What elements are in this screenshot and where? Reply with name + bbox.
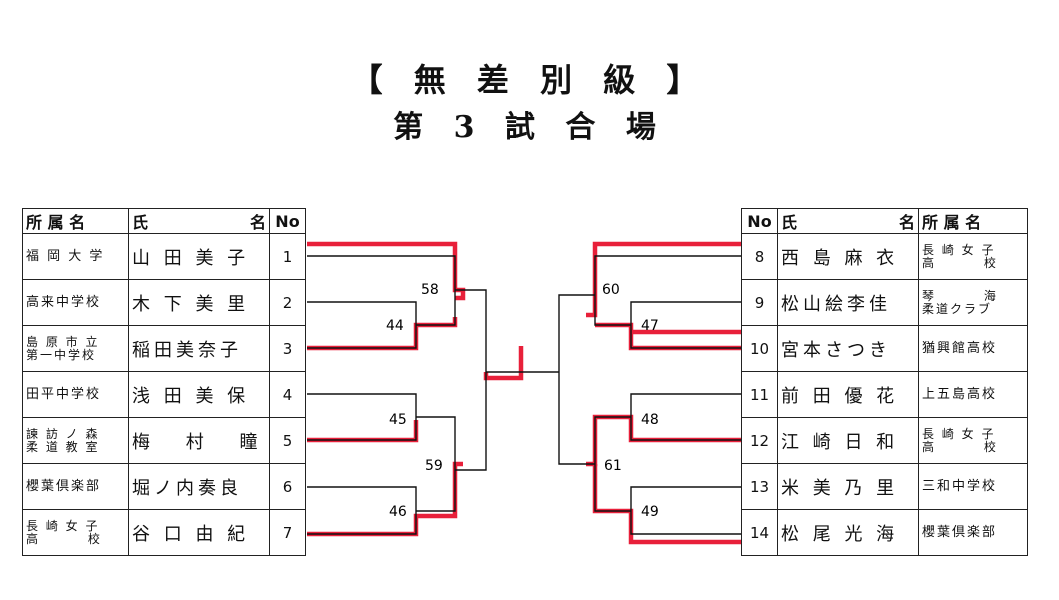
match-label-45: 45 bbox=[389, 412, 407, 428]
entry-name: 梅 村 瞳 bbox=[128, 417, 270, 464]
line-m60 bbox=[594, 255, 741, 326]
highlight-3 bbox=[307, 317, 458, 351]
entry-affiliation: 高来中学校 bbox=[22, 279, 129, 326]
highlight-final bbox=[483, 346, 524, 381]
entry-no: 8 bbox=[741, 233, 778, 280]
entry-affiliation: 長 崎 女 子 高 校 bbox=[918, 233, 1028, 280]
winner-path-highlights bbox=[307, 241, 741, 545]
entry-affiliation: 長 崎 女 子 高 校 bbox=[22, 509, 129, 556]
highlight-1 bbox=[307, 241, 466, 301]
entry-name: 松 尾 光 海 bbox=[777, 509, 919, 556]
header-no: No bbox=[741, 208, 778, 234]
entry-name: 浅 田 美 保 bbox=[128, 371, 270, 418]
match-label-60: 60 bbox=[602, 282, 620, 298]
table-header: No 氏名 所 属 名 bbox=[741, 208, 1028, 234]
line-final-right bbox=[558, 294, 595, 465]
highlight-14 bbox=[592, 464, 741, 545]
entry-affiliation: 上五島高校 bbox=[918, 371, 1028, 418]
highlight-8 bbox=[586, 241, 741, 318]
header-affiliation: 所 属 名 bbox=[22, 208, 129, 234]
page-title: 【 無 差 別 級 】 bbox=[350, 61, 709, 99]
entry-name: 西 島 麻 衣 bbox=[777, 233, 919, 280]
match-labels: 58 44 45 59 46 60 47 48 61 49 bbox=[386, 282, 659, 520]
match-label-48: 48 bbox=[641, 412, 659, 428]
header-affiliation: 所 属 名 bbox=[918, 208, 1028, 234]
entry-no: 6 bbox=[269, 463, 306, 510]
entry-affiliation: 琴 海 柔道クラブ bbox=[918, 279, 1028, 326]
entry-name: 松山絵李佳 bbox=[777, 279, 919, 326]
entry-affiliation: 長 崎 女 子 高 校 bbox=[918, 417, 1028, 464]
highlight-7 bbox=[307, 461, 463, 537]
entry-affiliation: 三和中学校 bbox=[918, 463, 1028, 510]
entry-name: 谷 口 由 紀 bbox=[128, 509, 270, 556]
entry-no: 1 bbox=[269, 233, 306, 280]
entry-name: 宮本さつき bbox=[777, 325, 919, 372]
line-m59 bbox=[416, 416, 456, 512]
entry-no: 2 bbox=[269, 279, 306, 326]
match-label-59: 59 bbox=[425, 458, 443, 474]
entry-no: 7 bbox=[269, 509, 306, 556]
entry-name: 前 田 優 花 bbox=[777, 371, 919, 418]
highlight-10 bbox=[595, 322, 741, 351]
entry-name: 米 美 乃 里 bbox=[777, 463, 919, 510]
line-final-left bbox=[455, 289, 487, 471]
entry-name: 江 崎 日 和 bbox=[777, 417, 919, 464]
match-label-44: 44 bbox=[386, 318, 404, 334]
entry-affiliation: 福 岡 大 学 bbox=[22, 233, 129, 280]
entry-affiliation: 田平中学校 bbox=[22, 371, 129, 418]
entry-affiliation: 櫻葉倶楽部 bbox=[918, 509, 1028, 556]
header-no: No bbox=[269, 208, 306, 234]
table-header: 所 属 名 氏名 No bbox=[22, 208, 306, 234]
entry-no: 13 bbox=[741, 463, 778, 510]
entry-affiliation: 諫 訪 ノ 森 柔 道 教 室 bbox=[22, 417, 129, 464]
entry-affiliation: 櫻葉倶楽部 bbox=[22, 463, 129, 510]
venue-subtitle: 第 3 試 合 場 bbox=[393, 110, 666, 145]
match-label-49: 49 bbox=[641, 504, 659, 520]
match-label-47: 47 bbox=[641, 318, 659, 334]
bracket-lines bbox=[307, 255, 741, 535]
entry-name: 山 田 美 子 bbox=[128, 233, 270, 280]
entry-no: 14 bbox=[741, 509, 778, 556]
match-label-61: 61 bbox=[604, 458, 622, 474]
entry-no: 4 bbox=[269, 371, 306, 418]
entry-no: 3 bbox=[269, 325, 306, 372]
entry-affiliation: 猶興館高校 bbox=[918, 325, 1028, 372]
match-label-58: 58 bbox=[421, 282, 439, 298]
match-label-46: 46 bbox=[389, 504, 407, 520]
entry-name: 木 下 美 里 bbox=[128, 279, 270, 326]
